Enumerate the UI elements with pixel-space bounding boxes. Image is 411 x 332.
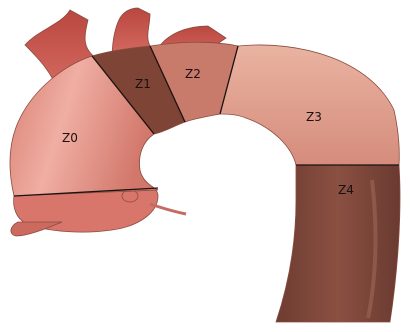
zone-4-label: Z4	[338, 183, 354, 197]
zone-3-region	[220, 45, 399, 165]
zone-0-label: Z0	[62, 131, 78, 145]
zone-1-label: Z1	[135, 77, 151, 91]
zone-3-label: Z3	[306, 110, 322, 124]
zone-2-label: Z2	[185, 67, 201, 81]
